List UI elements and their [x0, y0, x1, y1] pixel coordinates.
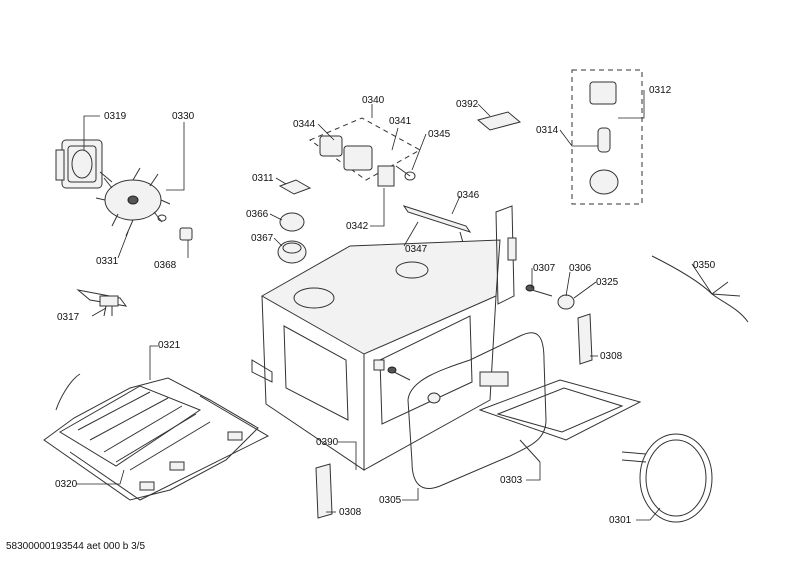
door-frame-part	[407, 332, 547, 489]
hinge-bracket-part	[315, 463, 333, 519]
bottom-element-part	[478, 371, 642, 463]
part-label-0308-bottom: 0308	[339, 507, 362, 518]
part-label-0341: 0341	[389, 116, 412, 127]
part-label-0317: 0317	[57, 312, 80, 323]
part-label-0367: 0367	[251, 233, 274, 244]
part-label-0350: 0350	[693, 260, 716, 271]
document-code: 58300000193544 aet 000 b 3/5	[6, 541, 146, 552]
part-label-0307: 0307	[533, 263, 556, 274]
lamp-kit-box	[571, 69, 643, 205]
part-label-0320: 0320	[55, 479, 78, 490]
part-label-0305: 0305	[379, 495, 402, 506]
nut-part	[157, 214, 193, 241]
ring-element-part	[621, 433, 713, 523]
part-label-0303: 0303	[500, 475, 523, 486]
part-label-0331: 0331	[96, 256, 119, 267]
part-label-0319: 0319	[104, 111, 127, 122]
part-label-0390: 0390	[316, 437, 339, 448]
part-label-0314: 0314	[536, 125, 559, 136]
part-label-0345: 0345	[428, 129, 451, 140]
part-label-0321: 0321	[158, 340, 181, 351]
grill-frame-part	[69, 395, 270, 501]
part-label-0325: 0325	[596, 277, 619, 288]
side-bracket-part	[577, 313, 593, 365]
part-label-0301: 0301	[609, 515, 632, 526]
part-label-0347: 0347	[405, 244, 428, 255]
part-label-0346: 0346	[457, 190, 480, 201]
part-label-0340: 0340	[362, 95, 385, 106]
screw-parts	[373, 284, 575, 381]
switch-assembly-part	[308, 117, 422, 187]
part-label-0392: 0392	[456, 99, 479, 110]
fan-motor-part	[55, 139, 113, 189]
part-label-0308-right: 0308	[600, 351, 623, 362]
thermostat-part	[76, 289, 128, 317]
oven-cavity-part	[251, 205, 517, 471]
leader-lines	[76, 90, 713, 521]
guide-rail-part	[402, 205, 472, 247]
bracket-part	[476, 111, 522, 131]
part-label-0366: 0366	[246, 209, 269, 220]
part-label-0306: 0306	[569, 263, 592, 274]
part-label-0368: 0368	[154, 260, 177, 271]
part-label-0344: 0344	[293, 119, 316, 130]
part-label-0311: 0311	[252, 173, 274, 184]
part-label-0312: 0312	[649, 85, 672, 96]
knob-parts	[277, 179, 312, 264]
part-label-0330: 0330	[172, 111, 195, 122]
part-label-0342: 0342	[346, 221, 369, 232]
